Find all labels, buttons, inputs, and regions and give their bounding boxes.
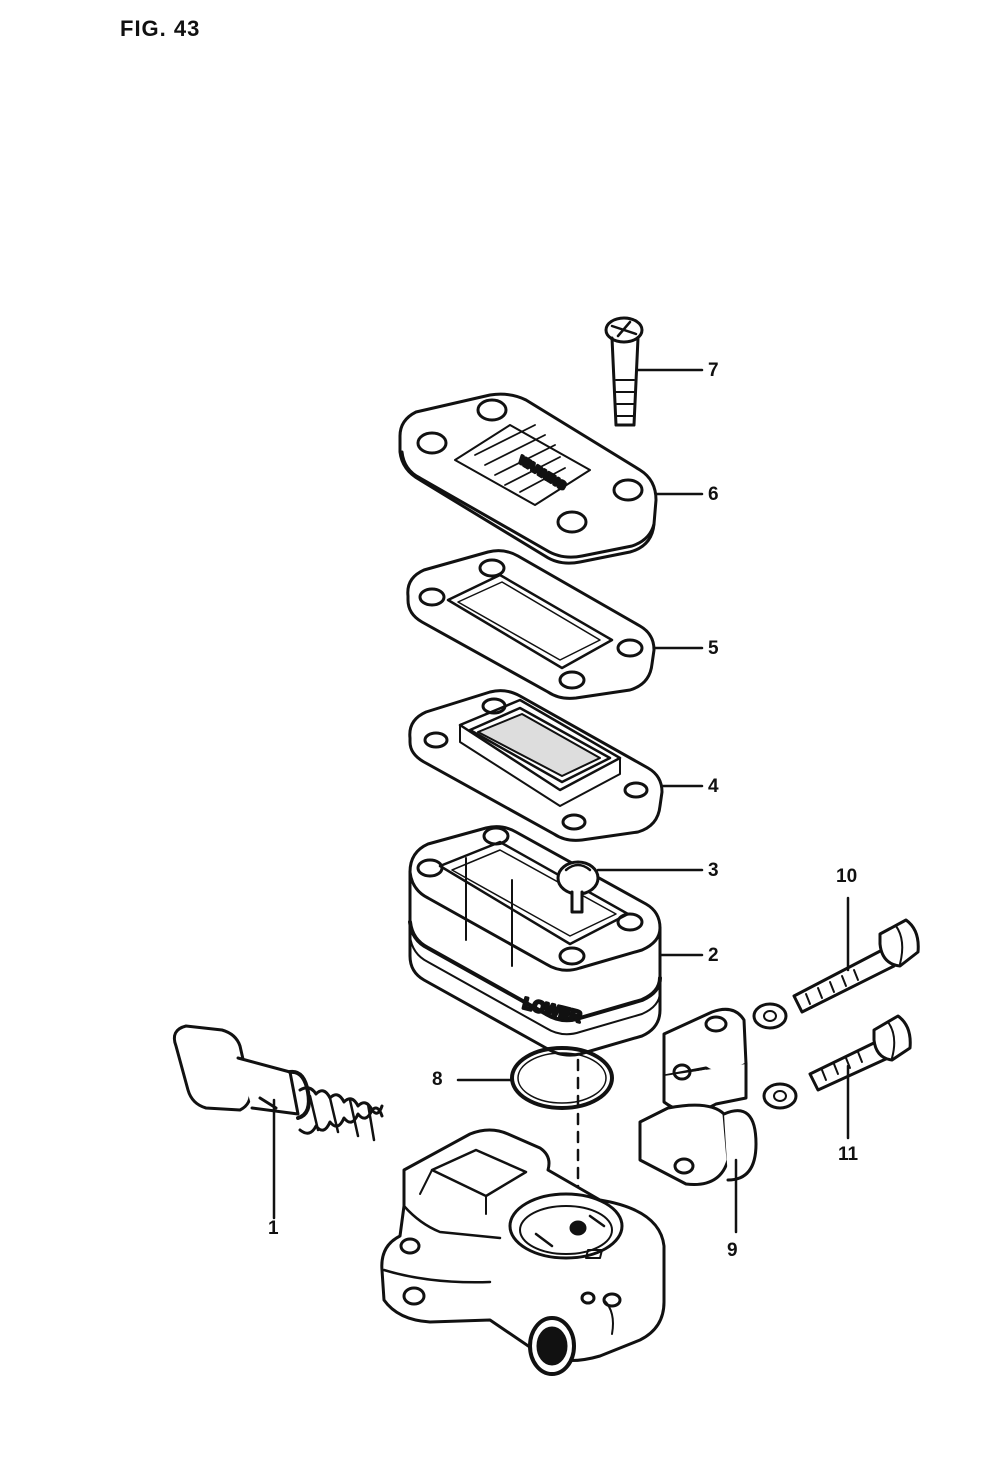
part-1-piston-assembly — [172, 1024, 384, 1142]
figure-title: FIG. 43 — [120, 16, 201, 41]
callout-7: 7 — [708, 360, 719, 381]
callout-5: 5 — [708, 638, 719, 659]
callout-4: 4 — [708, 776, 719, 797]
part-6-reservoir-cap: WARNING — [398, 392, 658, 565]
callout-11: 11 — [838, 1144, 859, 1165]
part-11-bolt — [762, 1014, 912, 1110]
part-9-clamp — [638, 1007, 758, 1186]
leader-lines — [272, 368, 850, 1234]
master-cylinder-body — [380, 1128, 666, 1376]
part-4-diaphragm — [408, 689, 664, 842]
callout-1: 1 — [268, 1218, 279, 1239]
callout-10: 10 — [836, 866, 858, 887]
part-8-o-ring — [510, 1046, 614, 1110]
part-5-plate — [406, 549, 656, 700]
part-10-bolt — [752, 918, 920, 1030]
callout-2: 2 — [708, 945, 719, 966]
callout-3: 3 — [708, 860, 719, 881]
callout-9: 9 — [727, 1240, 738, 1261]
part-2-reservoir-body: LOWER — [408, 825, 662, 1057]
callout-6: 6 — [708, 484, 719, 505]
part-3-small-screw — [556, 860, 600, 914]
callout-8: 8 — [432, 1069, 443, 1090]
part-7-screw — [604, 316, 644, 427]
